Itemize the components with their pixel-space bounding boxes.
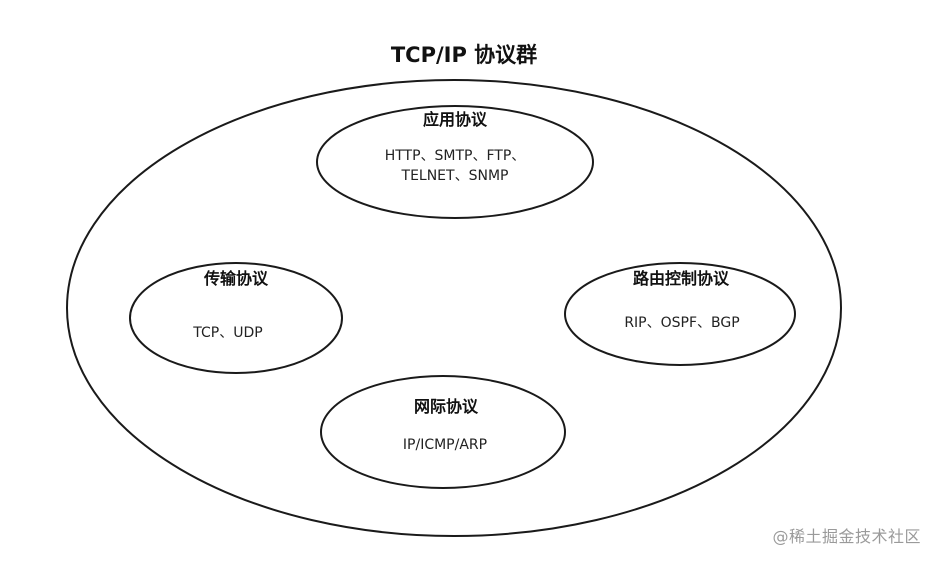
node-application-line2: TELNET、SNMP xyxy=(401,168,509,184)
node-routing-line1: RIP、OSPF、BGP xyxy=(624,315,739,331)
node-transport-title: 传输协议 xyxy=(203,269,269,288)
node-transport-line1: TCP、UDP xyxy=(192,325,262,341)
node-transport: 传输协议 TCP、UDP xyxy=(129,262,343,374)
node-routing-ellipse xyxy=(564,262,796,366)
node-routing: 路由控制协议 RIP、OSPF、BGP xyxy=(564,262,796,366)
watermark: @稀土掘金技术社区 xyxy=(772,527,921,546)
node-application: 应用协议 HTTP、SMTP、FTP、 TELNET、SNMP xyxy=(316,105,594,219)
node-application-line1: HTTP、SMTP、FTP、 xyxy=(385,148,526,164)
diagram-title: TCP/IP 协议群 xyxy=(391,43,537,67)
node-transport-ellipse xyxy=(129,262,343,374)
outer-ellipse xyxy=(66,79,842,537)
node-routing-title: 路由控制协议 xyxy=(633,269,730,288)
node-network-title: 网际协议 xyxy=(414,397,479,416)
node-application-title: 应用协议 xyxy=(423,110,488,129)
node-network-ellipse xyxy=(320,375,566,489)
node-network-line1: IP/ICMP/ARP xyxy=(403,437,487,453)
node-network: 网际协议 IP/ICMP/ARP xyxy=(320,375,566,489)
node-application-ellipse xyxy=(316,105,594,219)
